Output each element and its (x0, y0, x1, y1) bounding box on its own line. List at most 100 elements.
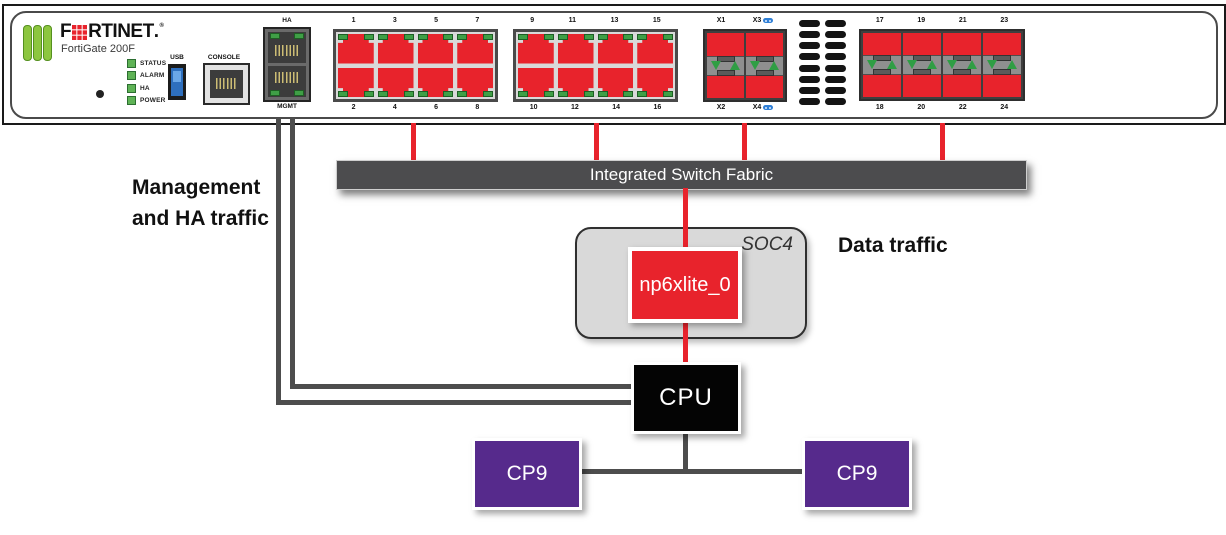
port-led-icon (443, 91, 454, 97)
alarm-led-icon (127, 71, 136, 80)
model-label: FortiGate 200F (61, 43, 135, 55)
rj45-port[interactable] (376, 33, 415, 65)
sfp-latch (716, 69, 735, 76)
integrated-switch-fabric: Integrated Switch Fabric (336, 160, 1027, 190)
port-number: 3 (392, 17, 397, 24)
port-number: 21 (958, 17, 967, 24)
arrow-down-icon (907, 60, 917, 69)
vent-hole (799, 64, 820, 72)
port-led-icon (663, 34, 673, 40)
port-led-icon (403, 34, 414, 40)
ha-mgmt-port-block[interactable] (263, 27, 311, 102)
rj45-port[interactable] (456, 66, 494, 98)
rj45-port[interactable] (636, 33, 674, 65)
port-led-icon (417, 91, 428, 97)
connector-red-group1 (411, 123, 416, 161)
rj45-port[interactable] (636, 66, 674, 98)
sfp-group-x[interactable] (703, 29, 787, 102)
port-led-icon (597, 91, 608, 97)
sfp-port[interactable] (863, 33, 901, 97)
rj45-port[interactable] (337, 66, 375, 98)
sfp-port[interactable] (707, 33, 744, 98)
port-group-1-8[interactable] (333, 29, 498, 102)
registered-mark: ® (159, 23, 164, 29)
vent-hole (825, 75, 846, 83)
vent-hole (799, 31, 820, 39)
port-number: 13 (610, 17, 619, 24)
port-number: 15 (652, 17, 661, 24)
port-number: 19 (917, 17, 926, 24)
usb-port[interactable] (168, 64, 186, 100)
rj45-port[interactable] (456, 33, 494, 65)
sfp-port[interactable] (903, 33, 941, 97)
led-label: STATUS (140, 59, 167, 67)
port-number: 12 (570, 104, 579, 111)
arrow-up-icon (967, 60, 977, 69)
port-group-9-16[interactable] (513, 29, 678, 102)
usb-label: USB (170, 54, 184, 61)
rj45-port[interactable] (337, 33, 375, 65)
rj45-port[interactable] (376, 66, 415, 98)
rj45-port[interactable] (517, 33, 555, 65)
port-led-icon (294, 90, 304, 96)
port-led-icon (663, 91, 673, 97)
mgmt-port-label: MGMT (277, 103, 297, 110)
port-led-icon (377, 34, 388, 40)
logo-text-f: F (60, 21, 72, 42)
port-number: 10 (529, 104, 538, 111)
reset-button[interactable] (96, 90, 104, 98)
logo-bar (43, 25, 52, 61)
sfp-latch (993, 55, 1011, 61)
rj45-port[interactable] (416, 33, 455, 65)
rj45-port[interactable] (596, 33, 635, 65)
port-led-icon (597, 34, 608, 40)
arrow-down-icon (947, 60, 957, 69)
mgmt-port[interactable] (268, 66, 306, 97)
sfp-cage (983, 55, 1021, 75)
console-port[interactable] (203, 63, 250, 105)
np6xlite-box: np6xlite_0 (628, 247, 742, 323)
sfp-latch (953, 55, 971, 61)
cp9-left-box: CP9 (472, 438, 582, 510)
mgmt-traffic-line-horizontal (290, 384, 634, 389)
sfp-cage (943, 55, 981, 75)
vent-hole (799, 20, 820, 27)
port-number: X3 (753, 17, 774, 24)
sfp-group-17-24[interactable] (859, 29, 1025, 101)
ha-port[interactable] (268, 32, 306, 63)
sfp-port[interactable] (746, 33, 783, 98)
vent-hole (825, 86, 846, 94)
status-led-icon (127, 58, 136, 68)
sfp-latch (953, 69, 971, 75)
sfp-latch (873, 69, 891, 75)
rj45-port[interactable] (416, 66, 455, 98)
ha-led-icon (127, 83, 136, 93)
console-label: CONSOLE (207, 54, 241, 61)
rj45-port[interactable] (556, 33, 595, 65)
port-led-icon (338, 34, 348, 40)
rj45-port[interactable] (517, 66, 555, 98)
port-led-icon (637, 34, 648, 40)
port-led-icon (443, 34, 454, 40)
port-led-icon (270, 90, 280, 96)
management-label-line2: and HA traffic (132, 207, 269, 230)
sfp-port[interactable] (983, 33, 1021, 97)
sfp-port[interactable] (943, 33, 981, 97)
rj45-port[interactable] (556, 66, 595, 98)
sfp-latch (913, 55, 931, 61)
port-number: 4 (392, 104, 397, 111)
cpu-cp9-line-vertical (683, 432, 688, 474)
rj45-port[interactable] (596, 66, 635, 98)
vent-hole (825, 97, 846, 105)
port-led-icon (518, 91, 528, 97)
arrow-down-icon (750, 60, 760, 70)
vent-hole (799, 86, 820, 94)
ha-traffic-line-horizontal (276, 400, 634, 405)
vent-hole (799, 53, 820, 61)
connector-red-sfpx (742, 123, 747, 161)
port-number: 17 (875, 17, 884, 24)
